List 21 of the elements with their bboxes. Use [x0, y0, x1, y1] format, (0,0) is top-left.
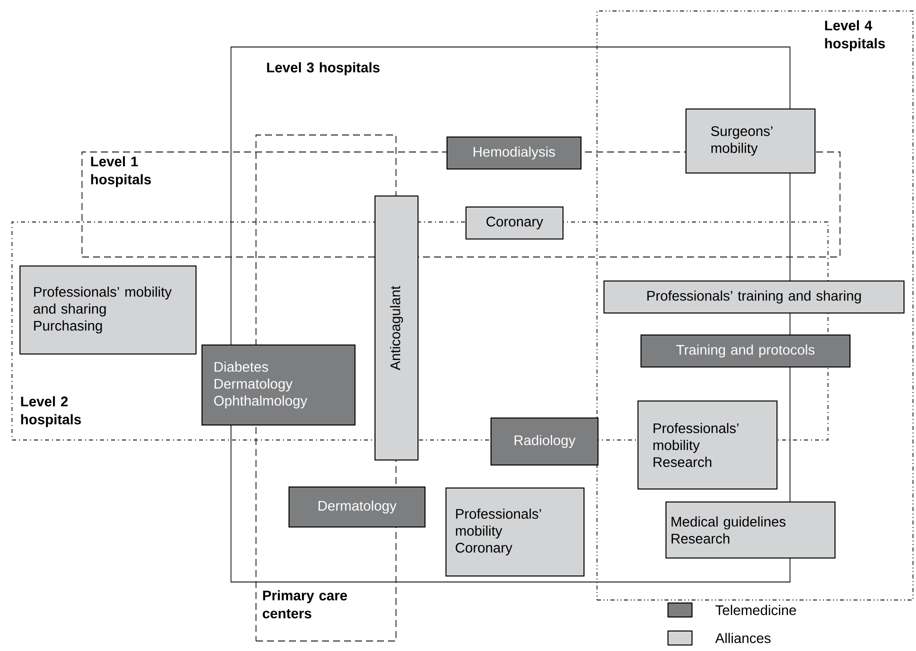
service-box: Medical guidelines Research [666, 502, 836, 558]
service-box: Dermatology [288, 486, 426, 528]
region-heading: Primary care centers [262, 590, 347, 618]
service-box: Professionals’ mobility Coronary [446, 488, 584, 576]
region-heading: Level 2 hospitals [21, 396, 81, 428]
service-box: Professionals’ mobility Research [638, 400, 778, 490]
region-heading: Level 4 hospitals [825, 20, 885, 52]
legend-label: Alliances [715, 632, 770, 644]
service-box: Hemodialysis [446, 136, 582, 170]
region-heading: Level 1 hospitals [91, 156, 151, 188]
service-box: Anticoagulant [374, 196, 418, 460]
service-box: Surgeons’ mobility [686, 108, 816, 174]
region-heading: Level 3 hospitals [267, 62, 380, 76]
service-box: Training and protocols [640, 334, 850, 368]
service-box: Professionals’ training and sharing [604, 280, 904, 314]
service-box: Radiology [490, 418, 598, 466]
service-box: Coronary [466, 206, 564, 240]
service-box: Professionals’ mobility and sharing Purchasing [20, 266, 196, 354]
region-outline [596, 10, 914, 600]
service-box: Diabetes Dermatology Ophthalmology [202, 344, 356, 426]
legend-label: Telemedicine [716, 604, 796, 616]
